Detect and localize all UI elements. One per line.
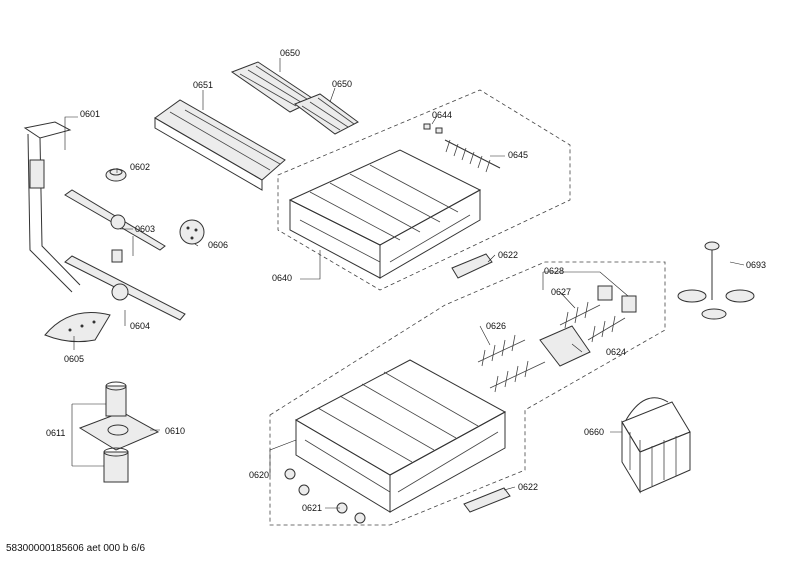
label-0626: 0626: [486, 321, 506, 331]
label-0601: 0601: [80, 109, 100, 119]
label-0640: 0640: [272, 273, 292, 283]
part-0626-tine-racks: [477, 334, 546, 393]
label-0602: 0602: [130, 162, 150, 172]
label-0620: 0620: [249, 470, 269, 480]
upper-basket-group-outline: [277, 89, 571, 291]
label-0622-upper: 0622: [498, 250, 518, 260]
part-0603-upper-spray-arm: [64, 189, 166, 263]
part-0602-nut: [105, 168, 127, 182]
part-0628-holders: [597, 285, 637, 313]
part-0650-tray-bottom: [293, 93, 359, 135]
label-0650-bottom: 0650: [332, 79, 352, 89]
part-0610-filter-plate: [78, 411, 160, 451]
part-0606-disc: [179, 219, 205, 245]
part-0645-tine-rail: [444, 139, 501, 173]
part-0605-strainer-plate: [44, 312, 111, 343]
label-0628: 0628: [544, 266, 564, 276]
part-0651-rack-insert: [154, 99, 286, 191]
label-0622-lower: 0622: [518, 482, 538, 492]
label-0603: 0603: [135, 224, 155, 234]
part-0604-lower-spray-arm: [64, 255, 186, 321]
label-0604: 0604: [130, 321, 150, 331]
label-0644: 0644: [432, 110, 452, 120]
label-0624: 0624: [606, 347, 626, 357]
part-0611-filter-cylinder: [103, 381, 129, 483]
lower-basket-group-outline: [269, 261, 666, 526]
document-reference-footer: 58300000185606 aet 000 b 6/6: [6, 543, 146, 554]
part-0601-spray-pipe: [23, 121, 81, 293]
label-0606: 0606: [208, 240, 228, 250]
label-0611: 0611: [46, 428, 65, 438]
label-0651: 0651: [193, 80, 213, 90]
part-0644-clips: [423, 123, 443, 134]
part-0621-wheels: [284, 468, 366, 524]
label-0610: 0610: [165, 426, 185, 436]
part-0693-spray-head: [677, 241, 755, 320]
part-0622-handle-upper: [451, 253, 493, 279]
part-labels: 0650 0650 0651 0601 0602 0603 0604 0605 …: [46, 48, 766, 513]
label-0605: 0605: [64, 354, 84, 364]
part-0620-lower-basket: [294, 359, 507, 513]
part-0660-cutlery-basket: [621, 397, 691, 494]
label-0621: 0621: [302, 503, 322, 513]
part-0624-clip-strip: [539, 325, 591, 367]
label-0645: 0645: [508, 150, 528, 160]
leader-lines: [64, 58, 745, 509]
part-0622-handle-lower: [463, 487, 511, 513]
label-0660: 0660: [584, 427, 604, 437]
part-0627-tine-rows: [559, 301, 626, 343]
label-0693: 0693: [746, 260, 766, 270]
label-0627: 0627: [551, 287, 571, 297]
part-0640-upper-basket: [288, 149, 482, 279]
label-0650-top: 0650: [280, 48, 300, 58]
